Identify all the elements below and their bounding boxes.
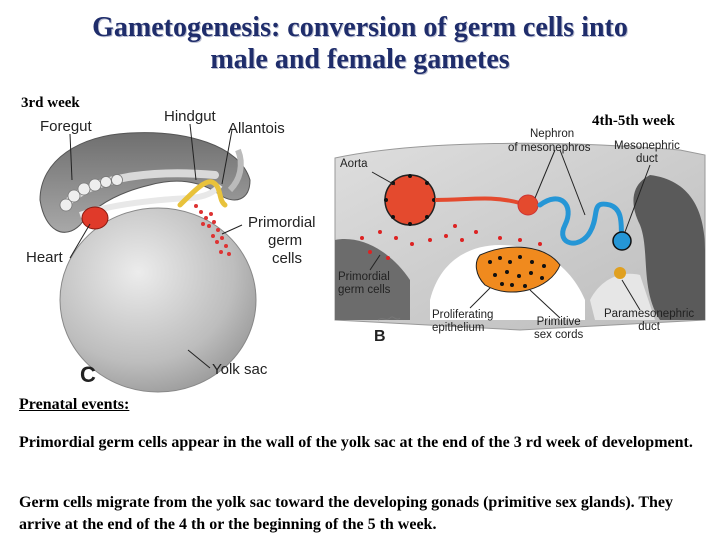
label-nephron-line2: of mesonephros [508, 142, 591, 154]
pgc-dots-b [360, 224, 542, 260]
paragraph-1: Primordial germ cells appear in the wall… [19, 434, 693, 451]
label-nephron: Nephron [530, 128, 574, 141]
label-allantois: Allantois [228, 120, 285, 137]
label-mesonephric-line1: Mesonephric [614, 140, 680, 152]
label-primordial-germ-cells-b: Primordial germ cells [338, 271, 390, 297]
label-pgc-line3: cells [272, 250, 303, 267]
label-pgc-line2: germ [268, 232, 303, 249]
label-proliferating-epithelium: Proliferating epithelium [432, 309, 493, 335]
label-paramesonephric-duct: Paramesonephric duct [604, 308, 694, 334]
label-nephron-line1: Nephron [530, 128, 575, 140]
label-heart: Heart [26, 249, 63, 266]
figure-b-letter: B [374, 328, 386, 345]
pgc-dots-c [194, 204, 231, 256]
label-foregut: Foregut [40, 118, 92, 135]
label-parameso-line1: Paramesonephric [604, 308, 695, 320]
label-mesonephric-line2: duct [636, 153, 658, 165]
figure-c-embryo [39, 123, 257, 393]
week-label-right: 4th-5th week [592, 113, 675, 129]
label-primitive-line2: sex cords [534, 329, 584, 341]
label-primitive-line1: Primitive [536, 316, 581, 328]
page-title: Gametogenesis: conversion of germ cells … [0, 12, 720, 76]
label-pgc-b-line2: germ cells [338, 284, 391, 296]
week-label-left: 3rd week [21, 95, 80, 111]
label-primitive-sex-cords: Primitive sex cords [534, 316, 583, 342]
paragraph-2: Germ cells migrate from the yolk sac tow… [19, 494, 674, 533]
label-pgc-b-line1: Primordial [338, 271, 390, 283]
title-line-1: Gametogenesis: conversion of germ cells … [92, 12, 628, 43]
label-parameso-line2: duct [638, 321, 660, 333]
label-prolif-line2: epithelium [432, 322, 485, 334]
label-aorta: Aorta [340, 158, 368, 170]
title-line-2: male and female gametes [210, 44, 510, 75]
label-mesonephric-duct: Mesonephric duct [614, 140, 680, 166]
figure-c-letter: C [80, 362, 96, 387]
label-pgc-line1: Primordial [248, 214, 316, 231]
label-prolif-line1: Proliferating [432, 309, 494, 321]
label-yolk-sac: Yolk sac [212, 361, 268, 378]
label-hindgut: Hindgut [164, 108, 216, 125]
section-heading: Prenatal events: [19, 396, 130, 413]
label-primordial-germ-cells: Primordial germ cells [248, 214, 316, 268]
figure-b-embryo [334, 142, 706, 331]
